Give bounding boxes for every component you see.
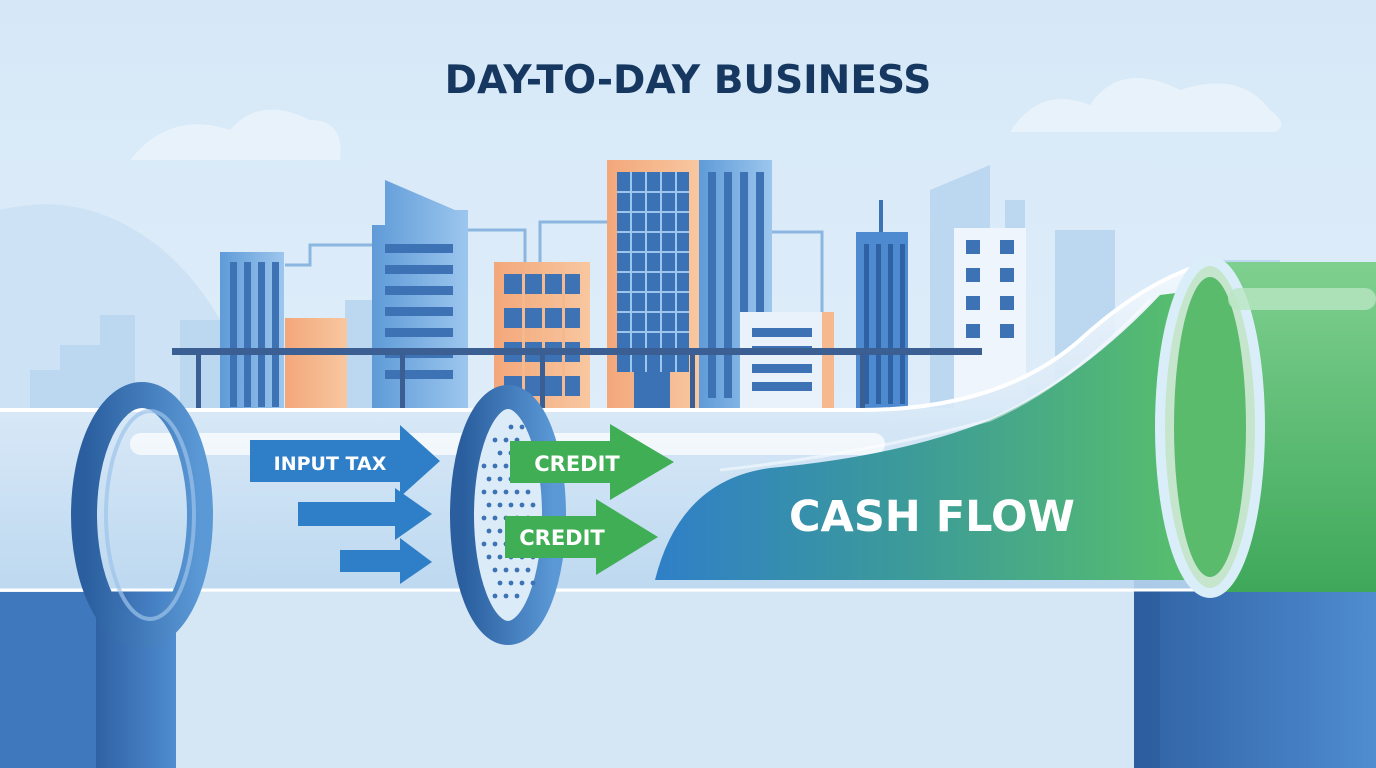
filter-hole [497,580,503,586]
filter-ring [450,385,566,645]
building-door [634,372,670,410]
filter-hole [530,502,536,508]
blue-arrow [340,538,432,584]
pipe-supports [96,580,1376,768]
filter-hole [497,502,503,508]
filter-hole [514,489,520,495]
building-connector [538,220,608,262]
credit-label-top: CREDIT [534,452,620,476]
filter-hole [503,567,509,573]
filter-hole [492,593,498,599]
cloud [130,109,341,160]
filter-hole [486,476,492,482]
building-connector [772,230,824,312]
filter-hole [514,593,520,599]
filter-hole [508,424,514,430]
filter-hole [492,515,498,521]
filter-hole [503,463,509,469]
filter-hole [503,489,509,495]
cash-flow-label: CASH FLOW [789,492,1075,542]
filter-hole [514,567,520,573]
filter-hole [519,502,525,508]
input-tax-label: INPUT TAX [274,453,387,475]
page-title: DAY-TO-DAY BUSINESS [445,58,932,103]
filter-hole [492,567,498,573]
filter-hole [519,580,525,586]
left-ground-block [0,592,96,768]
filter-hole [481,463,487,469]
flow-arrows[interactable]: INPUT TAX CREDIT CREDIT [250,424,674,584]
filter-hole [525,567,531,573]
building-connector [468,228,527,262]
filter-hole [481,489,487,495]
elevated-walkway [172,348,982,355]
building-connector [285,243,380,267]
filter-hole [492,437,498,443]
filter-hole [497,554,503,560]
filter-hole [497,476,503,482]
city-buildings [172,160,1026,410]
filter-hole [481,541,487,547]
filter-hole [503,593,509,599]
filter-hole [508,580,514,586]
input-tax-arrow[interactable]: INPUT TAX [250,425,440,497]
filter-hole [492,489,498,495]
filter-hole [497,450,503,456]
credit-label-bottom: CREDIT [519,526,605,550]
pipe-ring-left [71,382,213,648]
blue-arrow [298,488,432,540]
filter-hole [508,502,514,508]
filter-hole [486,502,492,508]
cloud [1010,78,1282,132]
filter-hole [497,528,503,534]
filter-hole [486,528,492,534]
credit-arrow-top[interactable]: CREDIT [510,424,674,500]
credit-arrow-bottom[interactable]: CREDIT [505,499,658,575]
building [740,312,834,410]
filter-hole [519,424,525,430]
filter-hole [481,515,487,521]
filter-hole [486,554,492,560]
pipe-outlet [1155,256,1376,598]
filter-hole [503,437,509,443]
cash-flow-stream [655,290,1200,580]
filter-hole [530,580,536,586]
filter-hole [525,489,531,495]
building [285,318,347,410]
filter-hole [492,463,498,469]
filter-hole [492,541,498,547]
